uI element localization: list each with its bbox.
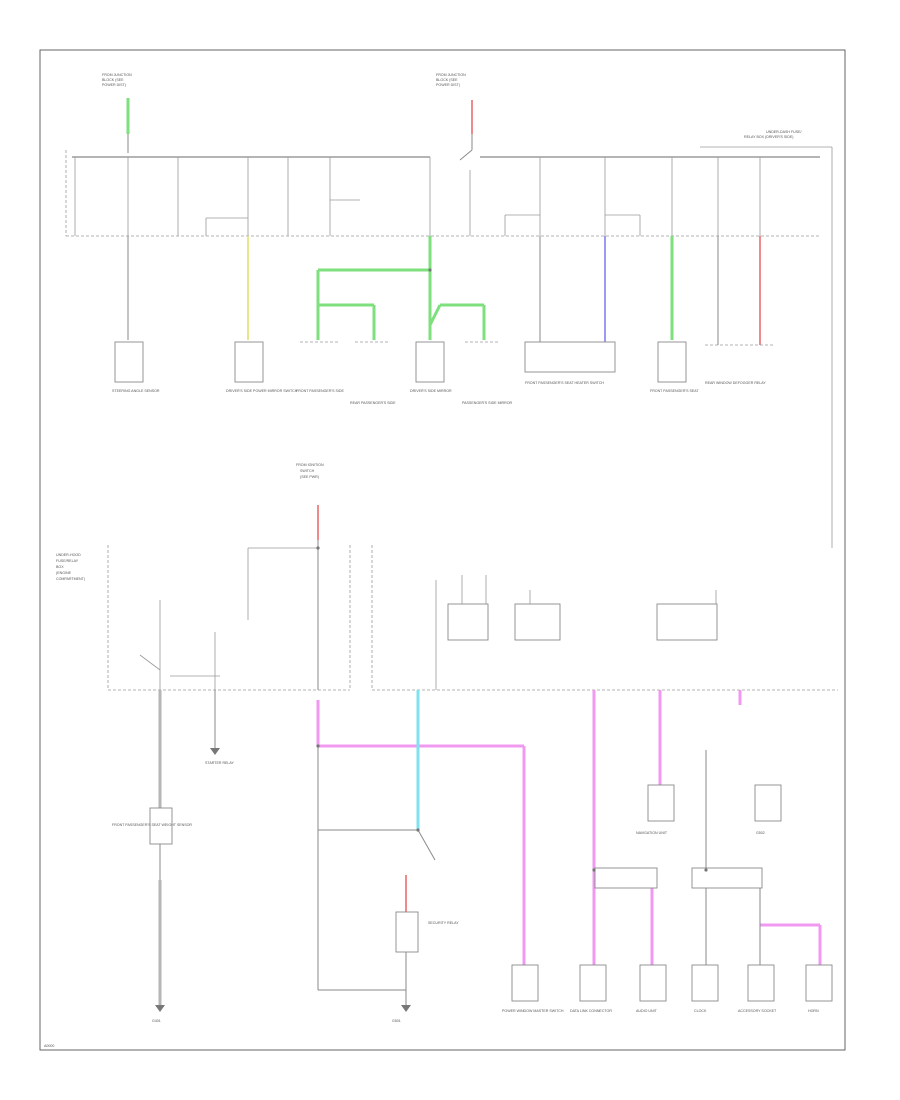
- audio-unit: [639, 964, 667, 1002]
- module-label: REAR WINDOW DEFOGGER RELAY: [705, 381, 766, 385]
- bottom-module-row: POWER WINDOW MASTER SWITCH DATA LINK CON…: [502, 784, 833, 1013]
- ground-label: G401: [152, 1019, 161, 1023]
- passenger-seat-weight-sensor: [149, 807, 173, 845]
- under-hood-fuse-box: UNDER-HOOD FUSE/RELAY BOX (ENGINE COMPAR…: [56, 545, 838, 691]
- under-dash-box-label-2: RELAY BOX (DRIVER'S SIDE): [744, 135, 793, 139]
- relay-box-label: UNDER-HOOD: [56, 553, 81, 557]
- top-mid-power-source: FROM JUNCTION BLOCK (SEE POWER DIST): [436, 73, 473, 161]
- horn: [805, 964, 833, 1002]
- ignition-label-line3: (SEE PWR): [300, 475, 319, 479]
- accessory-socket: [747, 964, 775, 1002]
- source-label-line1: FROM JUNCTION: [436, 73, 466, 77]
- module-label: HORN: [808, 1009, 819, 1013]
- front-passenger-seat-heater-switch: [524, 341, 616, 373]
- source-label-line3: POWER DIST): [102, 83, 126, 87]
- ground-label: G501: [392, 1019, 401, 1023]
- module-label: FRONT PASSENGER'S SIDE: [296, 389, 344, 393]
- steering-angle-sensor: [114, 341, 144, 383]
- module-label: REAR PASSENGER'S SIDE: [350, 401, 396, 405]
- module-label: SECURITY RELAY: [428, 921, 459, 925]
- top-left-power-source: FROM JUNCTION BLOCK (SEE POWER DIST): [102, 73, 132, 153]
- ground-g401: G401: [152, 1005, 165, 1023]
- ignition-label-line1: FROM IGNITION: [296, 463, 324, 467]
- relay-box-label: (ENGINE: [56, 571, 72, 575]
- front-passenger-seat: [657, 341, 687, 383]
- module-label: NAVIGATION UNIT: [636, 831, 668, 835]
- source-label-line1: FROM JUNCTION: [102, 73, 132, 77]
- under-dash-box-label: UNDER-DASH FUSE/: [766, 130, 802, 134]
- module-label: DRIVER'S SIDE MIRROR: [410, 389, 452, 393]
- module-label: ACCESSORY SOCKET: [738, 1009, 777, 1013]
- ignition-switch-source: FROM IGNITION SWITCH (SEE PWR): [296, 463, 324, 690]
- source-label-line2: BLOCK (SEE: [102, 78, 124, 82]
- module-label: CLOCK: [694, 1009, 707, 1013]
- relay-box-label: BOX: [56, 565, 64, 569]
- module-label: FRONT PASSENGER'S SEAT WEIGHT SENSOR: [112, 823, 192, 827]
- module-label: PASSENGER'S SIDE MIRROR: [462, 401, 513, 405]
- drivers-side-mirror: [415, 341, 445, 383]
- module-label: DATA LINK CONNECTOR: [570, 1009, 612, 1013]
- module-label: AUDIO UNIT: [636, 1009, 658, 1013]
- module-label: STEERING ANGLE SENSOR: [112, 389, 160, 393]
- clock: [691, 964, 719, 1002]
- drivers-power-mirror-switch: [234, 341, 264, 383]
- ignition-label-line2: SWITCH: [300, 469, 315, 473]
- module-label: G502: [756, 831, 765, 835]
- module-label: POWER WINDOW MASTER SWITCH: [502, 1009, 564, 1013]
- top-module-row: STEERING ANGLE SENSOR DRIVER'S SIDE POWE…: [112, 341, 775, 405]
- relay-box-label: COMPARTMENT): [56, 577, 85, 581]
- diagram-frame: [39, 49, 846, 1051]
- security-relay: [395, 911, 419, 953]
- data-link-connector: [579, 964, 607, 1002]
- navigation-unit: [647, 784, 675, 822]
- source-label-line3: POWER DIST): [436, 83, 460, 87]
- page-code: A0000: [44, 1044, 54, 1048]
- under-dash-fuse-box: [65, 146, 833, 548]
- power-window-master-switch: [511, 964, 539, 1002]
- g502-module: [754, 784, 782, 822]
- module-label: STARTER RELAY: [205, 761, 235, 765]
- source-label-line2: BLOCK (SEE: [436, 78, 458, 82]
- ground-g501: G501: [392, 1005, 411, 1023]
- module-label: FRONT PASSENGER'S SEAT HEATER SWITCH: [525, 381, 604, 385]
- module-label: FRONT PASSENGER'S SEAT: [650, 389, 699, 393]
- relay-box-label: FUSE/RELAY: [56, 559, 79, 563]
- module-label: DRIVER'S SIDE POWER MIRROR SWITCH: [226, 389, 298, 393]
